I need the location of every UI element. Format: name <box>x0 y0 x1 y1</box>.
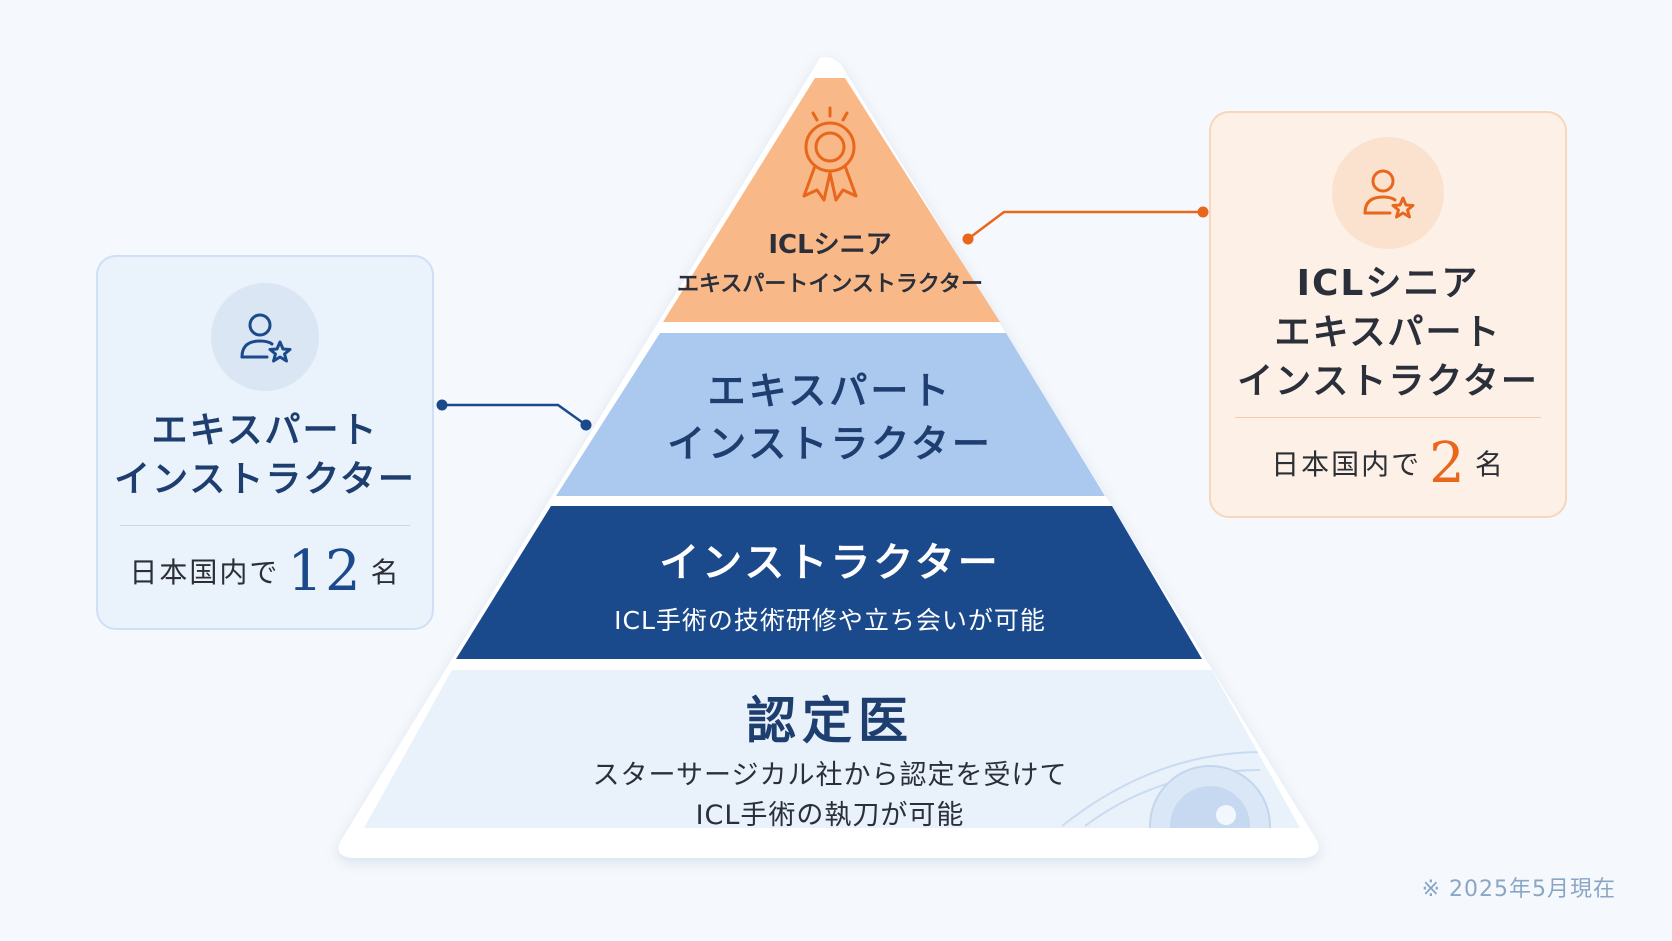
count-prefix: 日本国内で <box>1271 448 1422 481</box>
count-suffix: 名 <box>370 556 401 589</box>
card-title: ICLシニア エキスパート インストラクター <box>1211 260 1565 407</box>
tier-senior-expert-label-2: エキスパートインストラクター <box>677 272 983 297</box>
card-title-line: インストラクター <box>114 458 416 500</box>
card-title: エキスパート インストラクター <box>98 407 432 505</box>
tier-instructor-description: ICL手術の技術研修や立ち会いが可能 <box>614 606 1046 635</box>
count-prefix: 日本国内で <box>129 556 280 589</box>
tier-senior-expert <box>663 78 1000 322</box>
avatar <box>1332 137 1444 249</box>
tier-certified-label: 認定医 <box>746 692 914 750</box>
card-title-line: ICLシニア <box>1296 263 1480 304</box>
tier-instructor <box>456 506 1202 659</box>
tier-expert <box>556 333 1105 496</box>
card-title-line: エキスパート <box>1274 311 1502 353</box>
tier-expert-label-1: エキスパート <box>708 369 953 413</box>
tier-certified-description-1: スターサージカル社から認定を受けて <box>593 760 1068 791</box>
user-star-icon <box>240 313 292 363</box>
user-star-icon <box>1363 169 1415 219</box>
card-title-line: インストラクター <box>1237 360 1539 402</box>
tier-expert-label-2: インストラクター <box>667 422 993 466</box>
avatar <box>211 283 319 391</box>
count-number: 12 <box>287 539 363 604</box>
connector-expert <box>436 399 592 431</box>
date-note: ※ 2025年5月現在 <box>1421 877 1616 902</box>
card-divider <box>120 525 410 526</box>
tier-certified-description-2: ICL手術の執刀が可能 <box>696 800 965 831</box>
card-title-line: エキスパート <box>151 410 379 451</box>
card-divider <box>1235 417 1541 418</box>
tier-certified <box>364 670 1300 828</box>
tier-senior-expert-label-1: ICLシニア <box>768 230 891 260</box>
connector-senior <box>962 206 1209 245</box>
count-number: 2 <box>1429 431 1467 496</box>
count-suffix: 名 <box>1474 448 1505 481</box>
tier-instructor-label: インストラクター <box>659 540 1001 586</box>
eye-icon <box>1061 750 1300 828</box>
award-ribbon-icon <box>802 106 858 202</box>
